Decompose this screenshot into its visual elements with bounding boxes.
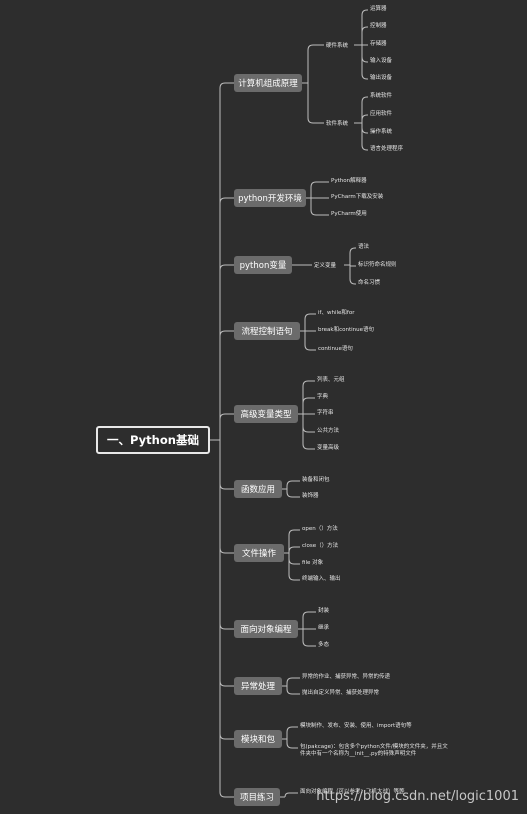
branch-connector-5 bbox=[219, 440, 234, 490]
leaf-item[interactable]: 语言处理程序 bbox=[370, 146, 404, 152]
leaf-connector bbox=[302, 611, 316, 629]
leaf-connector bbox=[286, 686, 300, 695]
leaf-item[interactable]: 继承 bbox=[318, 625, 330, 631]
branch-9[interactable]: 模块和包 bbox=[234, 730, 282, 748]
leaf-item[interactable]: 字符串 bbox=[317, 410, 334, 416]
leaf-item[interactable]: 运算器 bbox=[370, 6, 387, 12]
branch-connector-8 bbox=[219, 440, 234, 687]
leaf-item[interactable]: 语法 bbox=[358, 244, 370, 250]
leaf-item[interactable]: 变量高级 bbox=[317, 445, 340, 451]
leaf-connector bbox=[349, 265, 356, 285]
branch-2[interactable]: python变量 bbox=[234, 256, 292, 274]
leaf-item[interactable]: if、while和for bbox=[318, 310, 355, 316]
leaf-connector bbox=[349, 264, 356, 267]
leaf-connector bbox=[304, 313, 316, 331]
branch-5[interactable]: 函数应用 bbox=[234, 480, 282, 498]
leaf-item[interactable]: 装备和闭包 bbox=[302, 477, 330, 483]
branch-6[interactable]: 文件操作 bbox=[234, 544, 284, 562]
leaf-connector bbox=[349, 247, 356, 265]
leaf-connector bbox=[302, 414, 315, 433]
leaf-item[interactable]: Python解释器 bbox=[331, 178, 367, 184]
leaf-item[interactable]: 公共方法 bbox=[317, 428, 340, 434]
branch-10[interactable]: 项目练习 bbox=[234, 788, 280, 806]
leaf-item[interactable]: 异常的作业、捕获异常、异常的传递 bbox=[302, 674, 391, 680]
leaf-connector bbox=[310, 181, 329, 198]
group-1[interactable]: 软件系统 bbox=[326, 121, 349, 127]
leaf-connector bbox=[284, 792, 298, 798]
leaf-connector bbox=[361, 45, 368, 80]
leaf-connector bbox=[286, 677, 300, 686]
leaf-connector bbox=[361, 26, 368, 45]
leaf-item[interactable]: 面向对象编程（可以参考：飞机大战）等等 bbox=[300, 789, 405, 795]
leaf-item[interactable]: file 对象 bbox=[302, 560, 324, 566]
leaf-connector bbox=[288, 553, 300, 581]
branch-connector-10 bbox=[219, 440, 234, 798]
leaf-connector bbox=[302, 380, 315, 414]
branch-1[interactable]: python开发环境 bbox=[234, 189, 306, 207]
leaf-item[interactable]: 标识符命名规则 bbox=[358, 262, 397, 268]
leaf-connector bbox=[361, 9, 368, 45]
leaf-item[interactable]: 封装 bbox=[318, 608, 330, 614]
leaf-item[interactable]: 抛出自定义异常、捕获处理异常 bbox=[302, 690, 380, 696]
leaf-item[interactable]: open（）方法 bbox=[302, 526, 338, 532]
leaf-item[interactable]: 装饰器 bbox=[302, 493, 319, 499]
branch-3[interactable]: 流程控制语句 bbox=[234, 322, 300, 340]
group-0[interactable]: 硬件系统 bbox=[326, 43, 349, 49]
leaf-connector bbox=[361, 123, 368, 134]
leaf-connector bbox=[286, 489, 300, 498]
leaf-connector bbox=[286, 739, 298, 749]
leaf-item[interactable]: 输入设备 bbox=[370, 58, 393, 64]
leaf-item[interactable]: 包(pakcage)：包含多个python文件/模块的文件夹，并且文件夹中有一个… bbox=[300, 744, 448, 757]
leaf-connector bbox=[288, 529, 300, 553]
leaf-item[interactable]: 输出设备 bbox=[370, 75, 393, 81]
leaf-connector bbox=[361, 123, 368, 151]
leaf-item[interactable]: break和continue语句 bbox=[318, 327, 374, 333]
leaf-item[interactable]: continue语句 bbox=[318, 346, 353, 352]
leaf-item[interactable]: close（）方法 bbox=[302, 543, 339, 549]
branch-connector-0 bbox=[219, 82, 234, 440]
leaf-item[interactable]: 应用软件 bbox=[370, 111, 393, 117]
leaf-connector bbox=[302, 629, 316, 647]
leaf-connector bbox=[361, 96, 368, 123]
leaf-item[interactable]: 存储器 bbox=[370, 41, 387, 47]
leaf-item[interactable]: 终端输入、输出 bbox=[302, 576, 341, 582]
branch-connector-4 bbox=[219, 413, 234, 440]
leaf-connector bbox=[361, 45, 368, 63]
leaf-connector bbox=[310, 198, 329, 216]
group-connector-0 bbox=[307, 44, 324, 83]
branch-7[interactable]: 面向对象编程 bbox=[234, 620, 298, 638]
leaf-item[interactable]: 字典 bbox=[317, 394, 329, 400]
leaf-item[interactable]: 多态 bbox=[318, 642, 330, 648]
branch-connector-3 bbox=[219, 330, 234, 440]
leaf-item[interactable]: PyCharm下载及安装 bbox=[331, 194, 384, 200]
leaf-connector bbox=[302, 397, 315, 414]
leaf-connector bbox=[361, 114, 368, 123]
leaf-connector bbox=[302, 414, 315, 450]
branch-connector-1 bbox=[219, 197, 234, 440]
branch-0[interactable]: 计算机组成原理 bbox=[234, 74, 302, 92]
leaf-connector bbox=[286, 480, 300, 489]
leaf-item[interactable]: 命名习惯 bbox=[358, 280, 381, 286]
branch-connector-2 bbox=[219, 264, 234, 440]
branch-connector-6 bbox=[219, 440, 234, 554]
group-connector-1 bbox=[307, 83, 324, 124]
branch-connector-9 bbox=[219, 440, 234, 740]
leaf-connector bbox=[288, 553, 300, 565]
branch-connector-7 bbox=[219, 440, 234, 630]
group-define-variable[interactable]: 定义变量 bbox=[314, 263, 337, 269]
leaf-connector bbox=[304, 331, 316, 351]
leaf-item[interactable]: 系统软件 bbox=[370, 93, 393, 99]
branch-8[interactable]: 异常处理 bbox=[234, 677, 282, 695]
root-node[interactable]: 一、Python基础 bbox=[96, 426, 210, 454]
leaf-connector bbox=[286, 726, 298, 739]
branch-4[interactable]: 高级变量类型 bbox=[234, 405, 298, 423]
leaf-item[interactable]: 模块制作、发布、安装、使用、import语句等 bbox=[300, 723, 412, 729]
leaf-item[interactable]: 操作系统 bbox=[370, 129, 393, 135]
leaf-item[interactable]: 控制器 bbox=[370, 23, 387, 29]
leaf-item[interactable]: PyCharm使用 bbox=[331, 211, 367, 217]
watermark: https://blog.csdn.net/logic1001 bbox=[316, 789, 519, 804]
leaf-connector bbox=[288, 546, 300, 553]
leaf-item[interactable]: 列表、元组 bbox=[317, 377, 345, 383]
